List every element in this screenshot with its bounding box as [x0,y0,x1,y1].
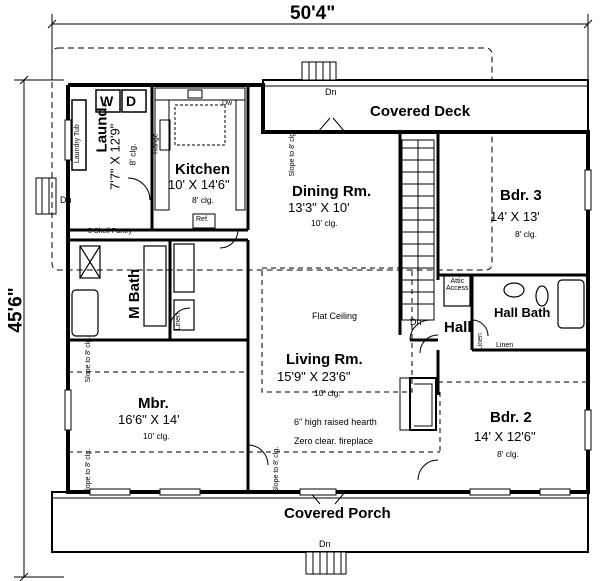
pantry-label: 5 Shelf Pantry [88,228,132,235]
stairs [401,139,435,321]
roof-outline [51,47,493,271]
depth-dimension-line [14,75,64,581]
dining-room-name: Dining Rm. [292,183,372,200]
ceiling-lines [68,267,588,453]
laundry-tub-label: Laundry Tub [73,124,81,164]
washer-label: W [100,93,114,109]
side-steps [35,177,57,215]
hall-bath-fixtures [443,275,585,329]
raised-hearth-note: 6" high raised hearth [294,417,377,427]
range-label: Range [152,133,160,154]
slope-text: Slope [273,474,281,493]
master-linen-label: Linen [174,313,182,331]
dishwasher-label: Dw [222,100,233,107]
flat-ceiling-note: Flat Ceiling [312,311,358,321]
bedroom-2-ceiling: 8' clg. [497,449,519,459]
dining-slope-label: Slope to 8' clg. [289,131,296,177]
kitchen-size: 10' X 14'6" [168,177,230,192]
master-bedroom-size: 16'6" X 14' [118,412,180,427]
covered-porch-label: Covered Porch [284,505,391,522]
fireplace [399,377,437,431]
covered-deck [262,61,589,133]
slope-text: Slope [85,476,93,495]
slope-clg-text: to 8' clg. [289,130,297,157]
hall-bath-name: Hall Bath [494,305,551,320]
attic-text: Attic [450,278,465,285]
stair-dn-label: Dn [410,317,422,327]
bedroom-2-size: 14' X 12'6" [474,429,536,444]
width-dimension: 50'4" [290,3,336,24]
bedroom-3-ceiling: 8' clg. [515,229,537,239]
laundry-room-ceiling: 8' clg. [127,143,138,166]
doors [127,117,489,505]
living-room-size: 15'9" X 23'6" [277,369,351,384]
slope-clg-text: to 8' clg. [85,336,93,363]
slope-text: Slope [85,364,93,383]
slope-text: Slope [289,158,297,177]
deck-dn-label: Dn [325,87,337,97]
slope-clg-text: to 8' clg. [85,448,93,475]
dryer-label: D [126,93,137,109]
kitchen-fixtures [154,87,246,229]
mbr-bottom-slope-label: Slope to 8' clg. [85,449,92,495]
master-bath-name: M Bath [126,268,144,319]
dining-room-size: 13'3" X 10' [288,200,350,215]
covered-deck-label: Covered Deck [370,103,471,120]
hall-linen-label-1: Linen [476,333,484,351]
refrigerator-label: Ref. [196,216,209,223]
mbr-slope-label: Slope to 8' clg. [85,337,92,383]
living-room-ceiling: 10' clg. [314,388,341,398]
kitchen-ceiling: 8' clg. [192,195,214,205]
bedroom-2-name: Bdr. 2 [490,409,532,426]
side-dn-label: Dn [60,195,72,205]
kitchen-name: Kitchen [175,161,231,178]
laundry-room-size: 7'7" X 12'9" [107,123,123,190]
master-bedroom-ceiling: 10' clg. [143,431,170,441]
windows [64,119,592,496]
bedroom-3-name: Bdr. 3 [500,187,542,204]
hall-name: Hall [444,319,472,336]
living-slope-label: Slope to 8' clg. [273,447,280,493]
interior-walls [66,85,588,492]
living-room-name: Living Rm. [286,351,363,368]
access-text: Access [446,285,469,293]
fireplace-note: Zero clear. fireplace [294,436,374,446]
porch-dn-label: Dn [319,539,331,549]
bedroom-3-size: 14' X 13' [490,209,540,224]
master-bath-fixtures [71,243,195,337]
width-dimension-line [47,14,593,135]
master-bedroom-name: Mbr. [138,395,169,412]
dining-room-ceiling: 10' clg. [311,218,338,228]
hall-linen-label-2: Linen [496,342,514,349]
slope-clg-text: to 8' clg. [273,446,281,473]
depth-dimension: 45'6" [5,287,27,333]
laundry-fixtures [71,89,147,171]
